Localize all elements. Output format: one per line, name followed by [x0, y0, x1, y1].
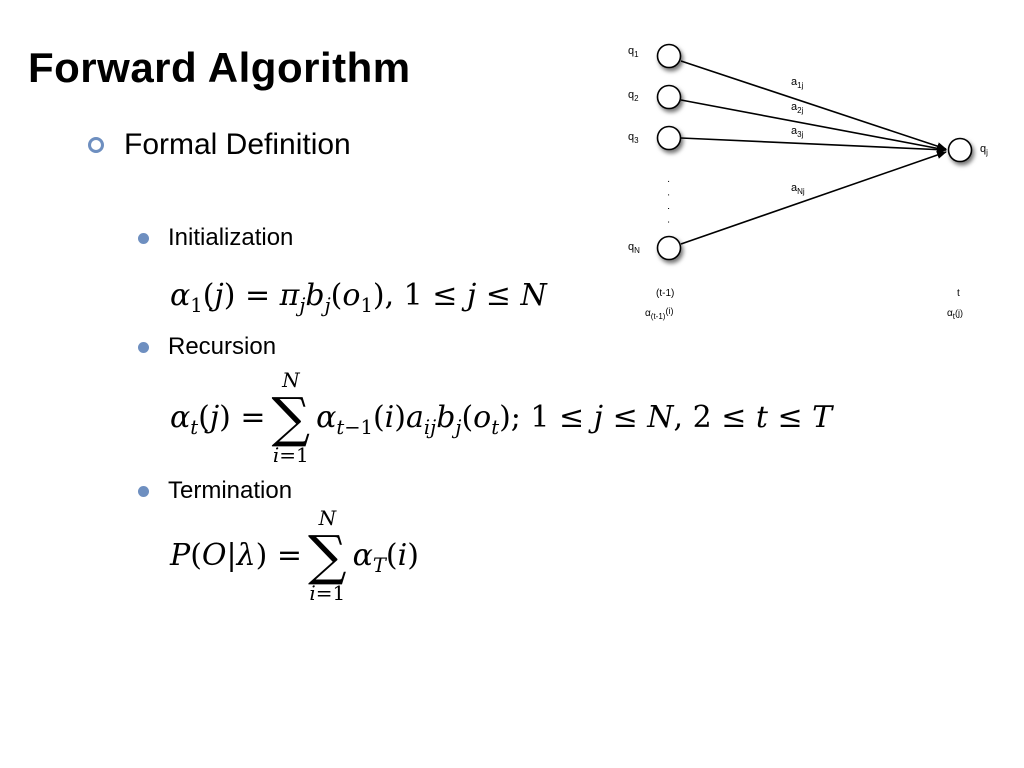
label-a1j: a1j — [791, 76, 804, 90]
label-q2: q2 — [628, 89, 639, 103]
edge-qN-qj — [680, 151, 947, 245]
bullet-termination: Termination — [138, 477, 292, 505]
label-qj: qj — [980, 143, 988, 157]
bullet-termination-text: Termination — [168, 477, 293, 504]
bullet-recursion: Recursion — [138, 333, 276, 361]
node-q1 — [656, 43, 682, 69]
label-aNj: aNj — [791, 182, 805, 196]
node-q2 — [656, 84, 682, 110]
bullet-recursion-text: Recursion — [168, 333, 277, 360]
label-right-time: t — [957, 288, 960, 299]
slide-title: Forward Algorithm — [28, 44, 411, 91]
bullet-initialization-text: Initialization — [168, 224, 294, 251]
edge-q3-qj — [680, 137, 947, 154]
dot-bullet-icon — [138, 341, 149, 353]
edge-q1-qj — [680, 60, 947, 150]
ring-bullet-icon — [88, 137, 104, 153]
label-a2j: a2j — [791, 101, 804, 115]
label-right-alpha: αt(j) — [947, 308, 963, 321]
node-qN — [656, 235, 682, 261]
ellipsis-dots: . . . . — [665, 180, 676, 227]
initialization-formula: α1(j) = πjbj(o1), 1 ≤ j ≤ N — [170, 278, 547, 317]
label-a3j: a3j — [791, 125, 804, 139]
summation-symbol: N ∑ i=1 — [271, 368, 311, 468]
recursion-formula: αt(j) = N ∑ i=1 αt−1(i)aijbj(ot); 1 ≤ j … — [170, 368, 833, 468]
label-left-alpha: α(t-1)(i) — [645, 306, 673, 321]
label-q3: q3 — [628, 131, 639, 145]
dot-bullet-icon — [138, 232, 149, 244]
edge-q2-qj — [680, 99, 947, 153]
summation-symbol: N ∑ i=1 — [308, 506, 347, 606]
node-qj — [947, 137, 973, 163]
trellis-diagram: q1 q2 q3 qN qj a1j a2j a3j aNj . . . . (… — [628, 43, 988, 321]
dot-bullet-icon — [138, 485, 149, 497]
label-left-time: (t-1) — [656, 288, 674, 299]
label-qN: qN — [628, 241, 640, 255]
node-q3 — [656, 125, 682, 151]
bullet-formal-definition: Formal Definition — [88, 128, 351, 162]
bullet-formal-definition-text: Formal Definition — [124, 128, 351, 161]
bullet-initialization: Initialization — [138, 224, 293, 252]
termination-formula: P(O|λ) = N ∑ i=1 αT(i) — [170, 506, 419, 606]
label-q1: q1 — [628, 45, 639, 59]
